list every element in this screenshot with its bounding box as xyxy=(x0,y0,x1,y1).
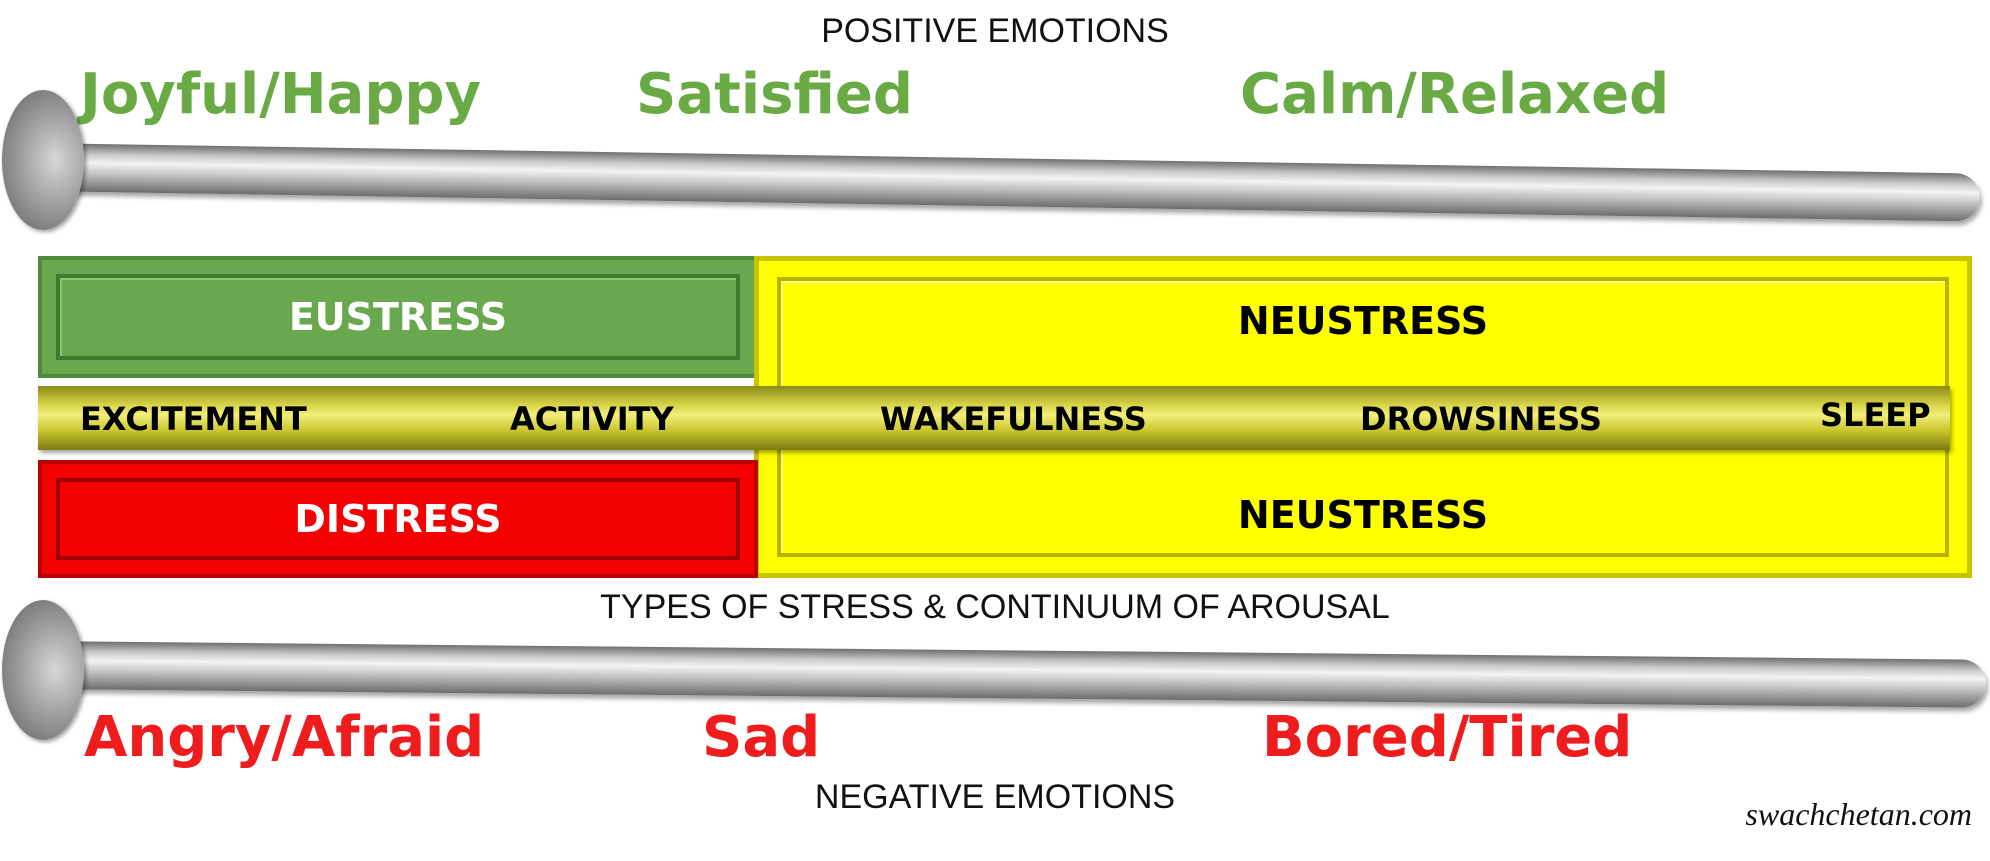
distress-box: DISTRESS xyxy=(38,460,758,578)
arousal-wakefulness: WAKEFULNESS xyxy=(880,400,1147,438)
neustress-bottom-label: NEUSTRESS xyxy=(1237,493,1489,537)
eustress-label: EUSTRESS xyxy=(56,274,740,360)
eustress-box: EUSTRESS xyxy=(38,256,758,378)
top-caption: POSITIVE EMOTIONS xyxy=(821,12,1169,50)
positive-emotion-joyful-happy: Joyful/Happy xyxy=(80,62,482,127)
positive-rod-knob xyxy=(2,90,84,230)
watermark: swachchetan.com xyxy=(1745,796,1972,832)
middle-caption: TYPES OF STRESS & CONTINUUM OF AROUSAL xyxy=(600,588,1390,626)
negative-emotion-bored-tired: Bored/Tired xyxy=(1262,705,1633,770)
arousal-excitement: EXCITEMENT xyxy=(80,400,307,438)
neustress-top-label: NEUSTRESS xyxy=(1237,299,1489,343)
negative-rod xyxy=(31,641,1987,708)
arousal-continuum-bar: EXCITEMENT ACTIVITY WAKEFULNESS DROWSINE… xyxy=(38,386,1950,450)
negative-emotion-angry-afraid: Angry/Afraid xyxy=(84,705,485,770)
positive-emotion-calm-relaxed: Calm/Relaxed xyxy=(1240,62,1670,127)
arousal-activity: ACTIVITY xyxy=(510,400,674,438)
negative-rod-knob xyxy=(2,600,84,740)
distress-label: DISTRESS xyxy=(56,478,740,560)
bottom-caption: NEGATIVE EMOTIONS xyxy=(814,778,1176,816)
negative-emotion-sad: Sad xyxy=(702,705,821,770)
positive-rod xyxy=(31,143,1981,222)
positive-emotion-satisfied: Satisfied xyxy=(636,62,913,127)
arousal-sleep: SLEEP xyxy=(1820,396,1931,434)
arousal-drowsiness: DROWSINESS xyxy=(1360,400,1602,438)
